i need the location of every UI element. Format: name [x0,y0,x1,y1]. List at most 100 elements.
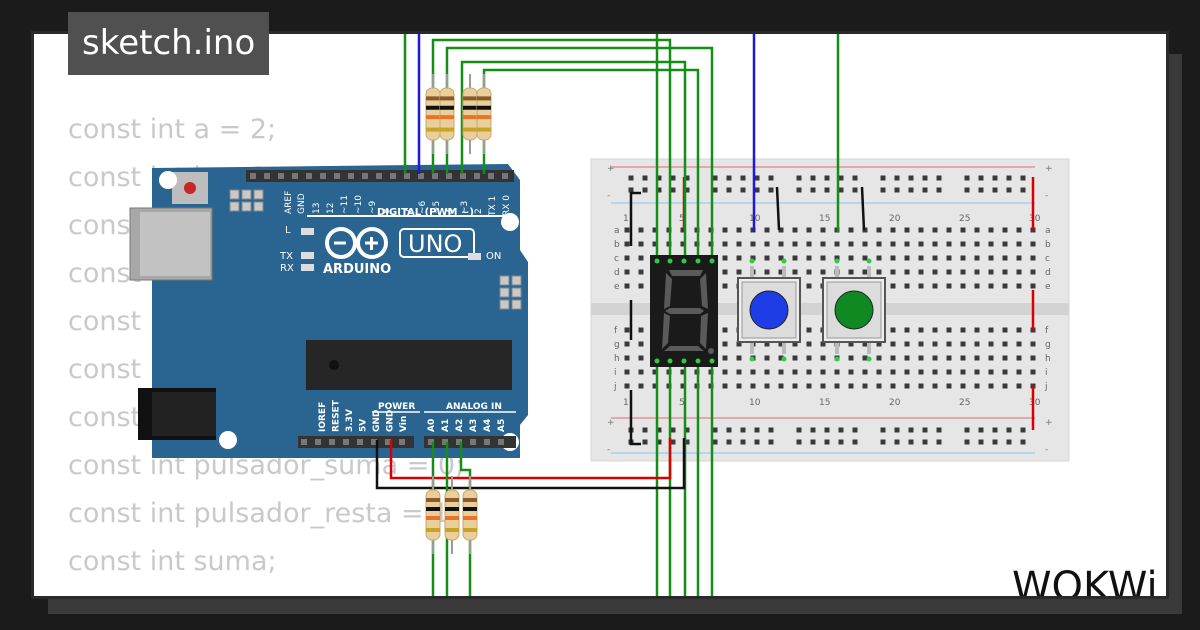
rail-plus-symbol: + [607,418,615,428]
rail-plus-symbol: + [1045,418,1053,428]
column-number: 20 [889,398,901,408]
wokwi-logo: WOKWi [1010,558,1166,596]
rail-plus-symbol: + [1045,164,1053,174]
sketch-filename-tab[interactable]: sketch.ino [68,12,270,75]
digital-pin-label: 13 [312,203,322,214]
row-letter: b [614,240,620,250]
digital-pin-label: ~10 [354,195,364,214]
analog-pin-label: A3 [469,419,479,432]
analog-pin-label: A1 [441,419,451,432]
power-pin-label: 3.3V [345,409,355,432]
led-rx [301,264,314,271]
column-number: 30 [1029,214,1041,224]
resistor[interactable] [425,74,441,154]
led-l [301,228,314,235]
power-label: POWER [378,402,415,412]
digital-pin-label: ~11 [340,195,350,214]
row-letter: c [614,254,619,264]
column-number: 5 [679,398,685,408]
column-number: 15 [819,214,830,224]
resistor[interactable] [476,74,492,154]
row-letter: f [1045,326,1049,336]
digital-pin-label: GND [297,193,307,214]
column-number: 25 [959,398,970,408]
row-letter: e [1045,282,1051,292]
digital-pwm-label: DIGITAL (PWM ~) [377,207,474,218]
row-letter: h [1045,354,1051,364]
display-segments [662,270,714,354]
column-number: 15 [819,398,830,408]
resistor[interactable] [439,74,455,154]
code-line: const int a = 2; [68,114,277,145]
arduino-logo [325,227,388,259]
row-letter: j [613,382,617,392]
digital-pin-label: 7 [404,208,414,214]
digital-pin-label: ~6 [418,200,428,214]
column-number: 20 [889,214,901,224]
resistor[interactable] [462,74,478,154]
digital-pin-label: TX 1 [488,196,498,217]
row-letter: a [1045,226,1051,236]
pushbutton-blue[interactable] [737,258,801,362]
icsp-header [229,189,264,212]
led-label-l: L [285,225,291,236]
row-letter: c [1045,254,1050,264]
row-letter: g [1045,340,1051,350]
resistor[interactable] [444,476,460,554]
rail-plus-symbol: + [607,164,615,174]
row-letter: i [1045,368,1048,378]
power-pin-label: IOREF [318,402,328,432]
led-label-on: ON [486,251,501,262]
code-line: const int suma; [68,546,277,577]
analog-in-label: ANALOG IN [446,402,502,412]
digital-pin-label: 12 [326,203,336,214]
row-letter: d [1045,268,1051,278]
rail-minus-symbol: - [607,191,610,201]
code-line: const int resta; [68,586,464,596]
led-label-tx: TX [279,251,293,262]
row-letter: d [614,268,620,278]
breadboard-wires [629,177,1035,446]
power-pin-label: GND [386,410,396,432]
analog-pin-label: A0 [427,419,437,432]
analog-pin-label: A2 [455,419,465,432]
row-letter: h [614,354,620,364]
model-name: UNO [408,230,462,258]
power-pin-label: Vin [399,416,409,432]
wokwi-logo-text: WOKWi [1012,564,1158,596]
analog-pin-label: A5 [497,419,507,432]
digital-pin-label: ~5 [432,201,442,214]
circuit-diagram: + + - - + + - - 115510101515202025253030… [129,34,1070,596]
row-letter: i [614,368,617,378]
seven-segment-display[interactable] [650,255,718,367]
column-number: 30 [1029,398,1041,408]
power-pin-label: RESET [332,399,342,432]
digital-pin-label: ~3 [460,201,470,214]
row-letter: b [1045,240,1051,250]
atmega-chip [306,340,512,390]
pushbutton-green[interactable] [822,258,886,362]
digital-pin-label: 8 [382,208,392,214]
digital-pin-label: 4 [446,208,456,214]
simulation-card: const int a = 2;const int b = 3;const in… [34,34,1166,596]
rail-minus-symbol: - [1045,191,1048,201]
column-number: 10 [749,398,761,408]
power-pin-label: GND [372,410,382,432]
analog-pin-label: A4 [483,419,493,432]
uno-badge [399,228,475,258]
digital-pin-label: 2 [474,208,484,214]
code-line: const int pulsador_resta = 1; [68,498,459,529]
row-letter: e [614,282,620,292]
led-tx [301,252,314,259]
resistor[interactable] [462,476,478,554]
resistor[interactable] [425,476,441,554]
row-letter: j [1044,382,1048,392]
brand-name: ARDUINO [323,262,391,277]
column-number: 5 [679,214,685,224]
digital-pin-label: RX 0 [502,195,512,216]
rail-minus-symbol: - [1045,445,1048,455]
led-on [468,253,481,260]
power-pin-label: 5V [359,419,369,432]
resistors [425,74,492,554]
